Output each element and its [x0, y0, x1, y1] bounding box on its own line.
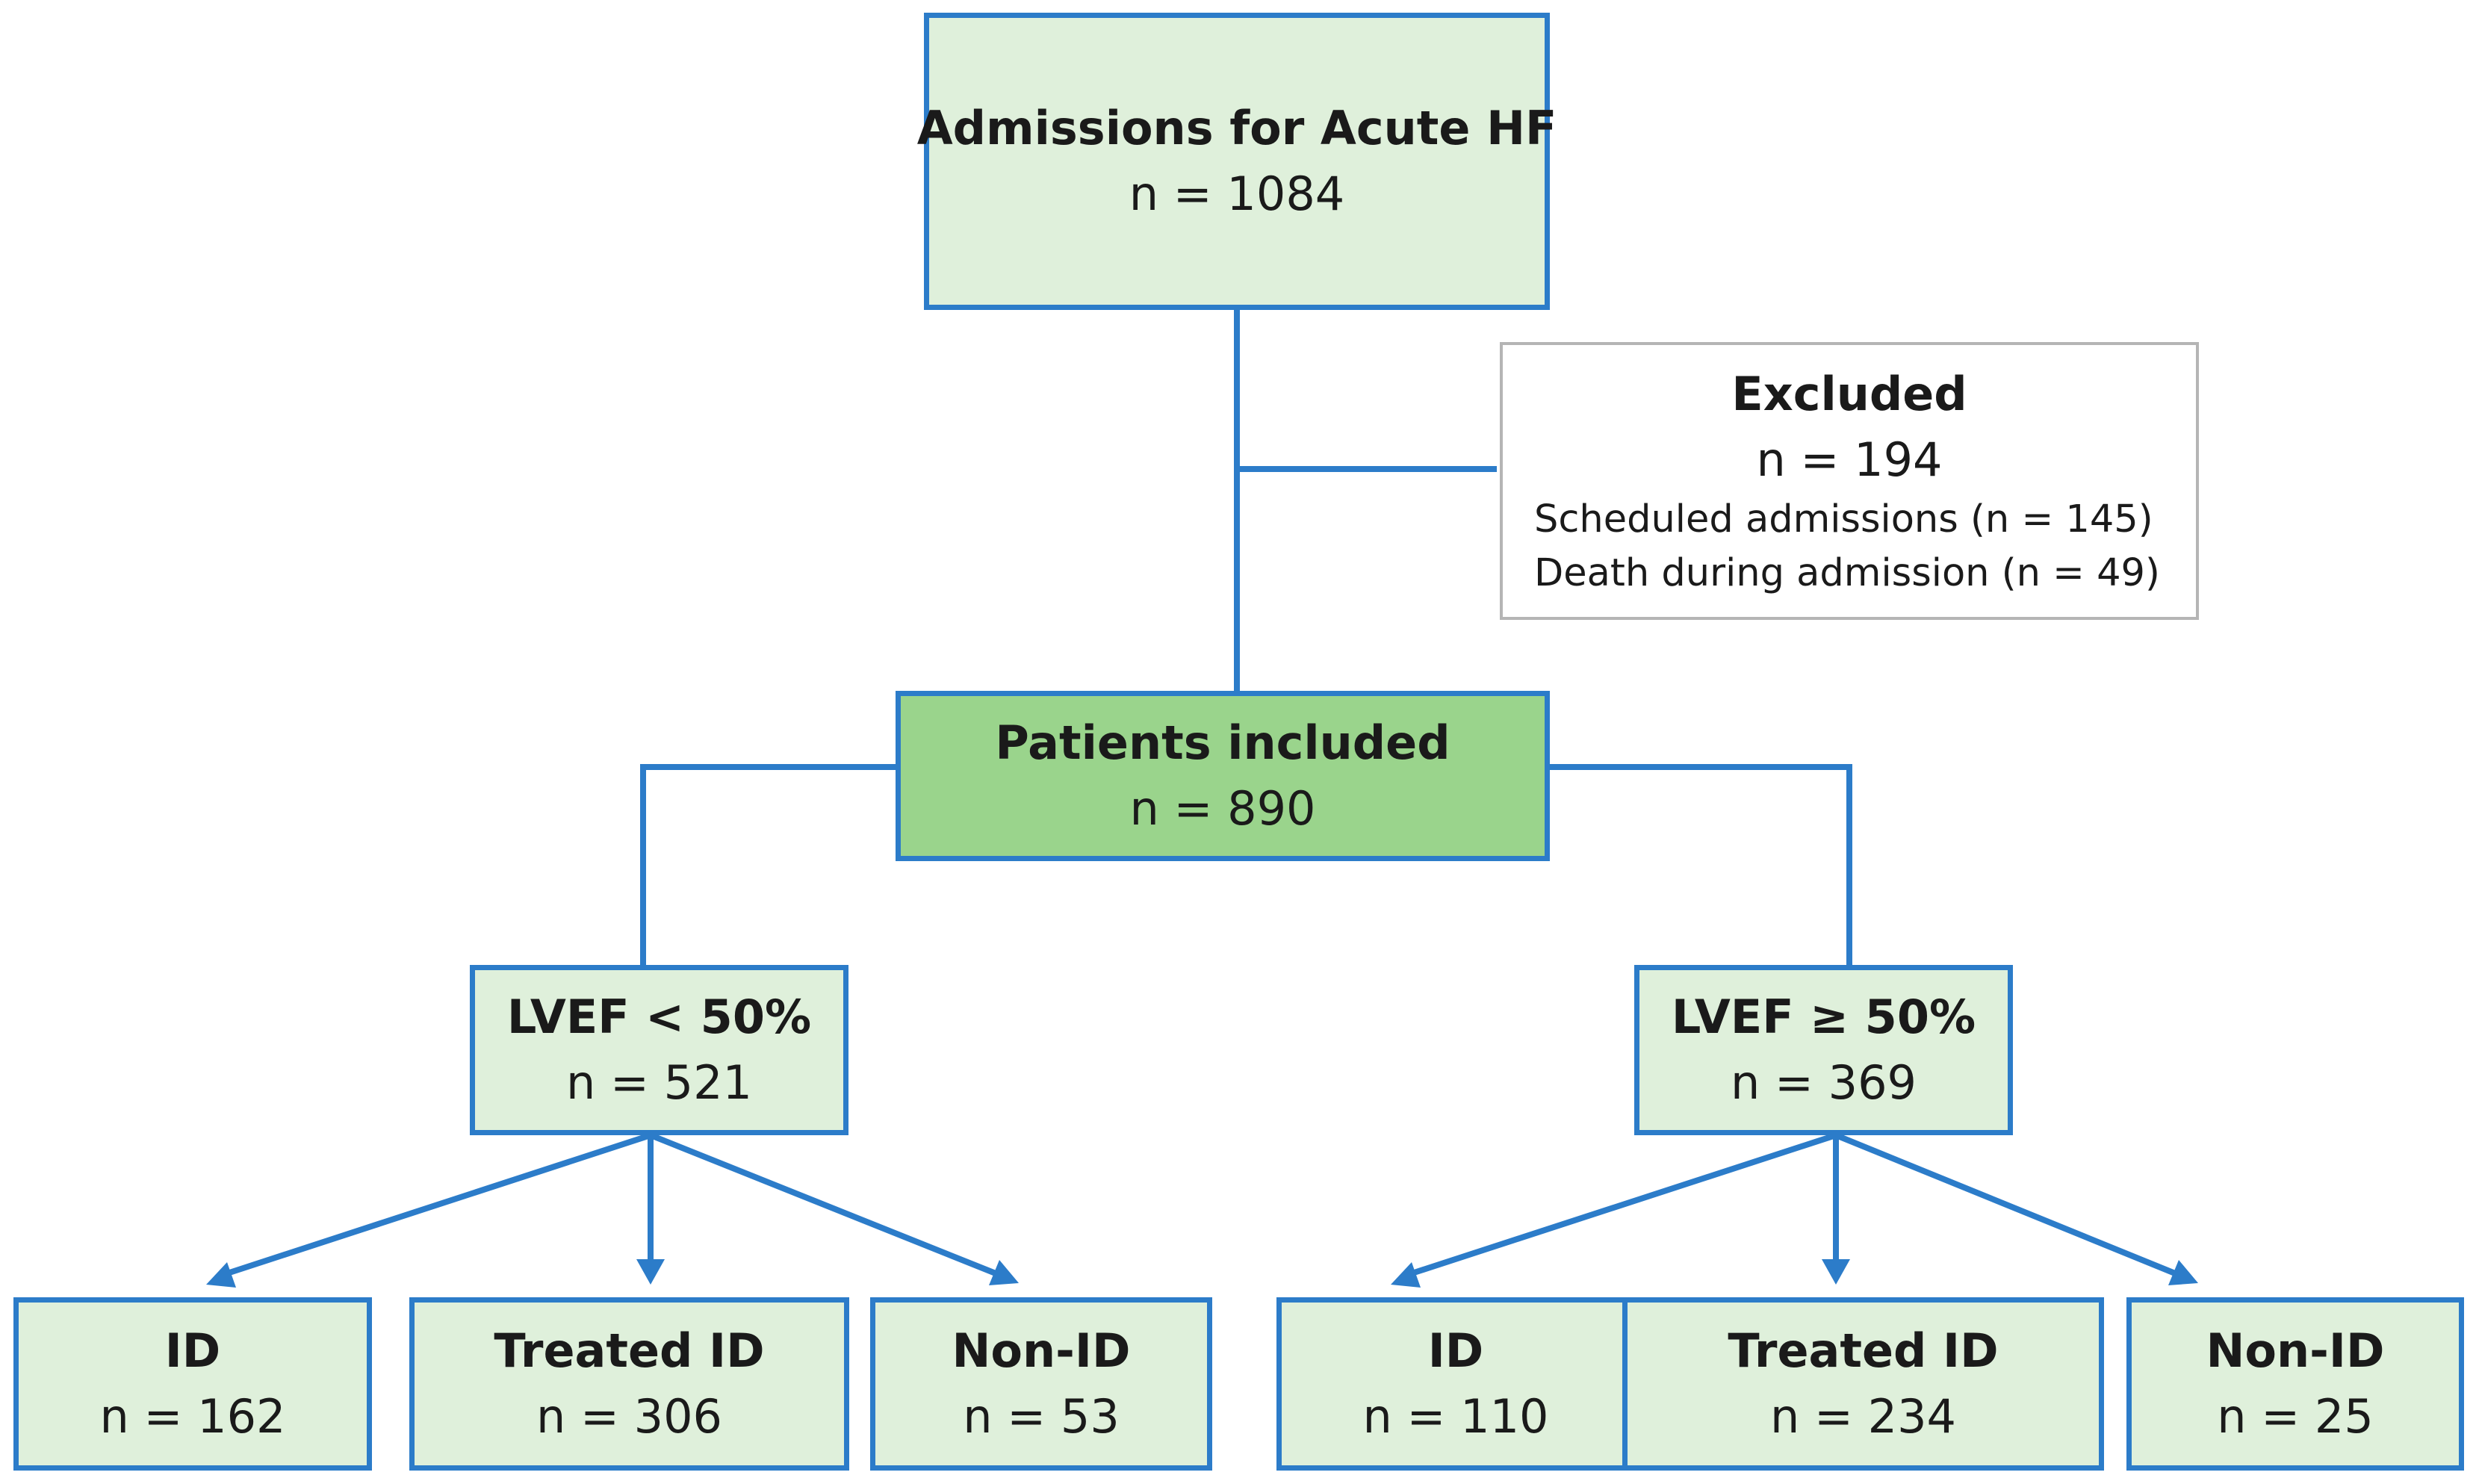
connector-included-to-lvef-low: [640, 764, 896, 965]
admissions-title: Admissions for Acute HF: [916, 101, 1557, 155]
arrowhead-lvef-high-to-id: [1391, 1262, 1421, 1288]
lvef-low-box: LVEF < 50% n = 521: [470, 965, 848, 1135]
lvef-high-treated-id-title: Treated ID: [1728, 1323, 1999, 1378]
lvef-low-non-id-box: Non-ID n = 53: [870, 1297, 1212, 1471]
lvef-low-non-id-title: Non-ID: [952, 1323, 1131, 1378]
lvef-low-title: LVEF < 50%: [506, 990, 812, 1044]
arrow-line-lvef-high-to-non-id: [1834, 1132, 2180, 1278]
admissions-box: Admissions for Acute HF n = 1084: [917, 13, 1557, 310]
arrowhead-lvef-low-to-treated-id: [636, 1259, 665, 1285]
excluded-title: Excluded: [1731, 367, 1967, 421]
lvef-high-box: LVEF ≥ 50% n = 369: [1634, 965, 2013, 1135]
lvef-high-non-id-count: n = 25: [2217, 1389, 2374, 1444]
admissions-count: n = 1084: [1129, 167, 1345, 221]
lvef-high-title: LVEF ≥ 50%: [1671, 990, 1976, 1044]
excluded-reason-scheduled: Scheduled admissions (n = 145): [1534, 497, 2153, 541]
included-title: Patients included: [995, 715, 1450, 770]
lvef-low-id-count: n = 162: [99, 1389, 286, 1444]
lvef-high-id-count: n = 110: [1362, 1389, 1549, 1444]
lvef-high-count: n = 369: [1731, 1055, 1917, 1110]
lvef-high-treated-id-count: n = 234: [1770, 1389, 1956, 1444]
arrowhead-lvef-high-to-non-id: [2168, 1260, 2198, 1285]
arrowhead-lvef-high-to-treated-id: [1822, 1259, 1850, 1285]
arrow-line-lvef-low-to-non-id: [649, 1132, 1001, 1278]
connector-included-to-lvef-high: [1550, 764, 1852, 965]
arrowhead-lvef-low-to-id: [206, 1262, 236, 1288]
lvef-high-non-id-title: Non-ID: [2206, 1323, 2385, 1378]
included-count: n = 890: [1129, 781, 1316, 836]
included-box: Patients included n = 890: [896, 691, 1550, 861]
arrow-line-lvef-low-to-id: [221, 1132, 652, 1278]
excluded-box: Excluded n = 194 Scheduled admissions (n…: [1500, 342, 2199, 620]
lvef-high-treated-id-box: Treated ID n = 234: [1622, 1297, 2104, 1471]
lvef-low-treated-id-count: n = 306: [536, 1389, 722, 1444]
lvef-low-treated-id-box: Treated ID n = 306: [409, 1297, 849, 1471]
lvef-low-treated-id-title: Treated ID: [494, 1323, 765, 1378]
lvef-high-non-id-box: Non-ID n = 25: [2126, 1297, 2464, 1471]
excluded-count: n = 194: [1756, 432, 1943, 487]
lvef-high-id-title: ID: [1427, 1323, 1484, 1378]
lvef-low-count: n = 521: [566, 1055, 752, 1110]
arrow-line-lvef-high-to-id: [1406, 1132, 1837, 1278]
lvef-high-id-box: ID n = 110: [1276, 1297, 1635, 1471]
lvef-low-non-id-count: n = 53: [963, 1389, 1120, 1444]
arrowhead-lvef-low-to-non-id: [989, 1260, 1019, 1285]
excluded-reason-death: Death during admission (n = 49): [1534, 551, 2160, 595]
lvef-low-id-title: ID: [164, 1323, 221, 1378]
lvef-low-id-box: ID n = 162: [13, 1297, 372, 1471]
